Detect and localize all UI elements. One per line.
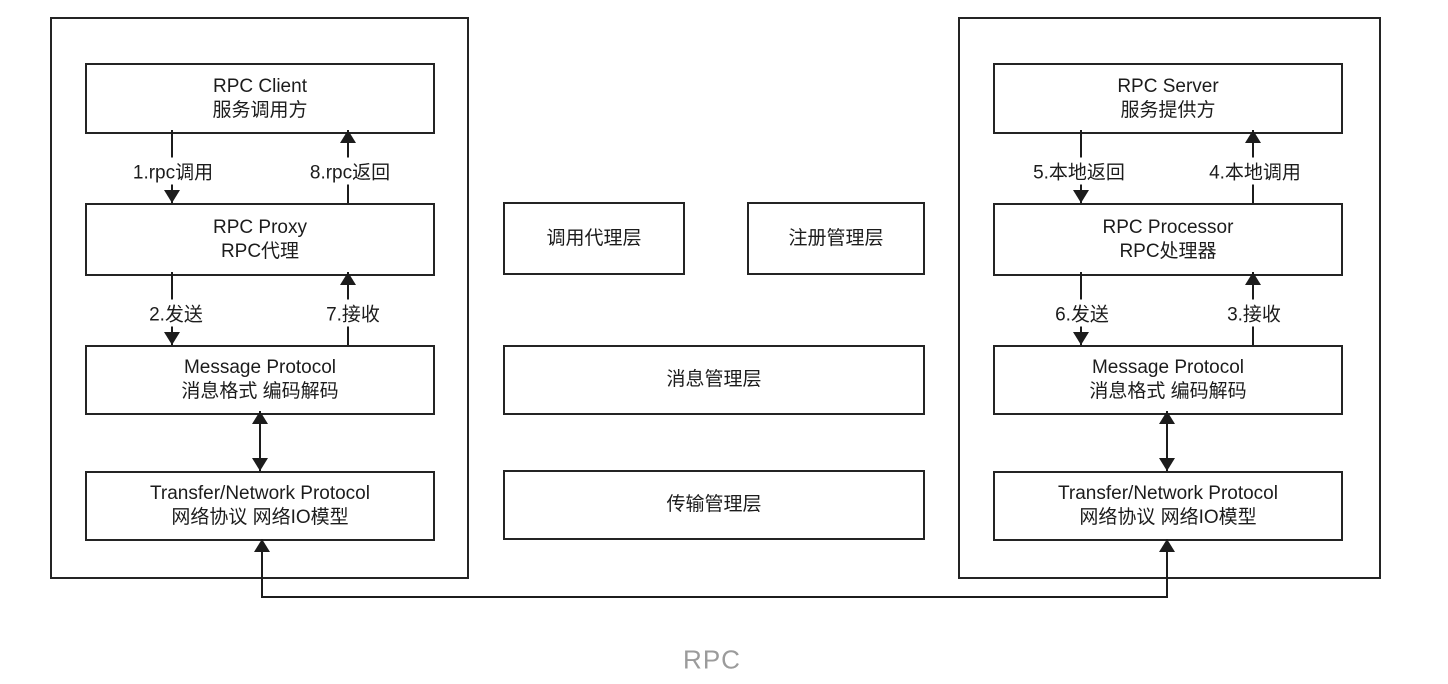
diagram-caption: RPC: [683, 644, 741, 675]
arrowhead-up-icon: [340, 130, 356, 143]
layer-message: 消息管理层: [503, 345, 925, 415]
node-client-message-protocol: Message Protocol 消息格式 编码解码: [85, 345, 435, 415]
node-server-message-protocol: Message Protocol 消息格式 编码解码: [993, 345, 1343, 415]
arrow-line-server-message-transfer: [1166, 411, 1168, 471]
node-subtitle: 服务提供方: [1120, 99, 1216, 121]
arrowhead-down-icon: [164, 190, 180, 203]
node-title: Message Protocol: [183, 357, 337, 378]
client-container: [50, 17, 469, 579]
node-rpc-client: RPC Client 服务调用方: [85, 63, 435, 134]
flow-label-rpc-return: 8.rpc返回: [306, 157, 394, 185]
arrowhead-down-icon: [1159, 458, 1175, 471]
network-connector-right-line: [1166, 539, 1168, 598]
arrowhead-down-icon: [1073, 332, 1089, 345]
flow-label-send: 2.发送: [146, 299, 206, 327]
node-subtitle: 网络协议 网络IO模型: [171, 507, 349, 528]
layer-registry: 注册管理层: [747, 202, 925, 275]
node-title: Message Protocol: [1091, 357, 1245, 378]
node-title: RPC Client: [213, 75, 307, 97]
arrowhead-up-icon: [340, 272, 356, 285]
arrow-line-message-transfer: [259, 411, 261, 471]
arrowhead-up-icon: [1159, 539, 1175, 552]
arrowhead-up-icon: [254, 539, 270, 552]
node-client-transfer-protocol: Transfer/Network Protocol 网络协议 网络IO模型: [85, 471, 435, 541]
layer-call-proxy: 调用代理层: [503, 202, 685, 275]
flow-label-server-receive: 3.接收: [1224, 299, 1284, 327]
arrowhead-down-icon: [252, 458, 268, 471]
network-connector-left-line: [261, 539, 263, 598]
node-title: RPC Server: [1117, 75, 1219, 97]
server-container: [958, 17, 1381, 579]
flow-label-server-send: 6.发送: [1052, 299, 1112, 327]
layer-label: 消息管理层: [666, 369, 762, 390]
arrowhead-up-icon: [1159, 411, 1175, 424]
layer-transport: 传输管理层: [503, 470, 925, 540]
layer-label: 注册管理层: [788, 227, 884, 249]
node-subtitle: 消息格式 编码解码: [181, 381, 339, 402]
flow-label-local-call: 4.本地调用: [1206, 157, 1304, 185]
network-connector-horizontal-line: [261, 596, 1168, 598]
node-subtitle: RPC代理: [220, 240, 300, 262]
layer-label: 调用代理层: [546, 227, 642, 249]
flow-label-rpc-call: 1.rpc调用: [129, 157, 217, 185]
node-subtitle: 网络协议 网络IO模型: [1079, 507, 1257, 528]
arrowhead-down-icon: [1073, 190, 1089, 203]
node-rpc-server: RPC Server 服务提供方: [993, 63, 1343, 134]
layer-label: 传输管理层: [666, 494, 762, 515]
node-title: Transfer/Network Protocol: [150, 483, 370, 504]
flow-label-receive: 7.接收: [323, 299, 383, 327]
node-title: RPC Proxy: [213, 216, 307, 238]
node-subtitle: 消息格式 编码解码: [1089, 381, 1247, 402]
arrowhead-up-icon: [252, 411, 268, 424]
arrowhead-up-icon: [1245, 130, 1261, 143]
node-rpc-processor: RPC Processor RPC处理器: [993, 203, 1343, 276]
node-rpc-proxy: RPC Proxy RPC代理: [85, 203, 435, 276]
node-title: Transfer/Network Protocol: [1058, 483, 1278, 504]
arrowhead-down-icon: [164, 332, 180, 345]
node-subtitle: RPC处理器: [1119, 240, 1217, 262]
node-server-transfer-protocol: Transfer/Network Protocol 网络协议 网络IO模型: [993, 471, 1343, 541]
flow-label-local-return: 5.本地返回: [1030, 157, 1128, 185]
arrowhead-up-icon: [1245, 272, 1261, 285]
node-subtitle: 服务调用方: [212, 99, 308, 121]
node-title: RPC Processor: [1102, 216, 1234, 238]
